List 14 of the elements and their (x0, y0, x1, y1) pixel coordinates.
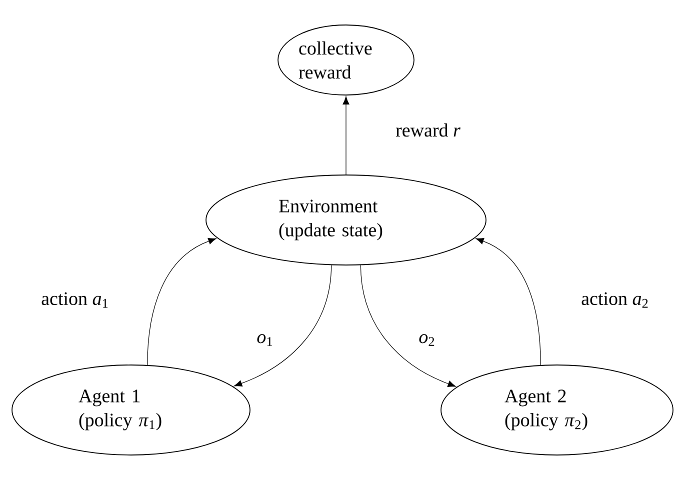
edge-label: o$_{1}$ (256, 333, 274, 347)
arrow (147, 238, 216, 366)
arrow (360, 264, 456, 387)
edge-label: action a$_{1}$ (40, 291, 110, 309)
edge-label: reward r (394, 122, 462, 138)
ellipse-node: Agent 2 (policy π$_{2}$) (440, 364, 674, 456)
edge-label: o$_{2}$ (418, 333, 436, 347)
edge-label: action a$_{2}$ (580, 291, 650, 309)
ellipse-node: Environment (update state) (206, 174, 486, 266)
ellipse-node: Agent 1 (policy π$_{1}$) (12, 364, 250, 456)
arrow (234, 264, 332, 387)
arrow (476, 238, 541, 366)
arrow (342, 96, 350, 175)
ellipse-node: collective reward (278, 24, 414, 96)
